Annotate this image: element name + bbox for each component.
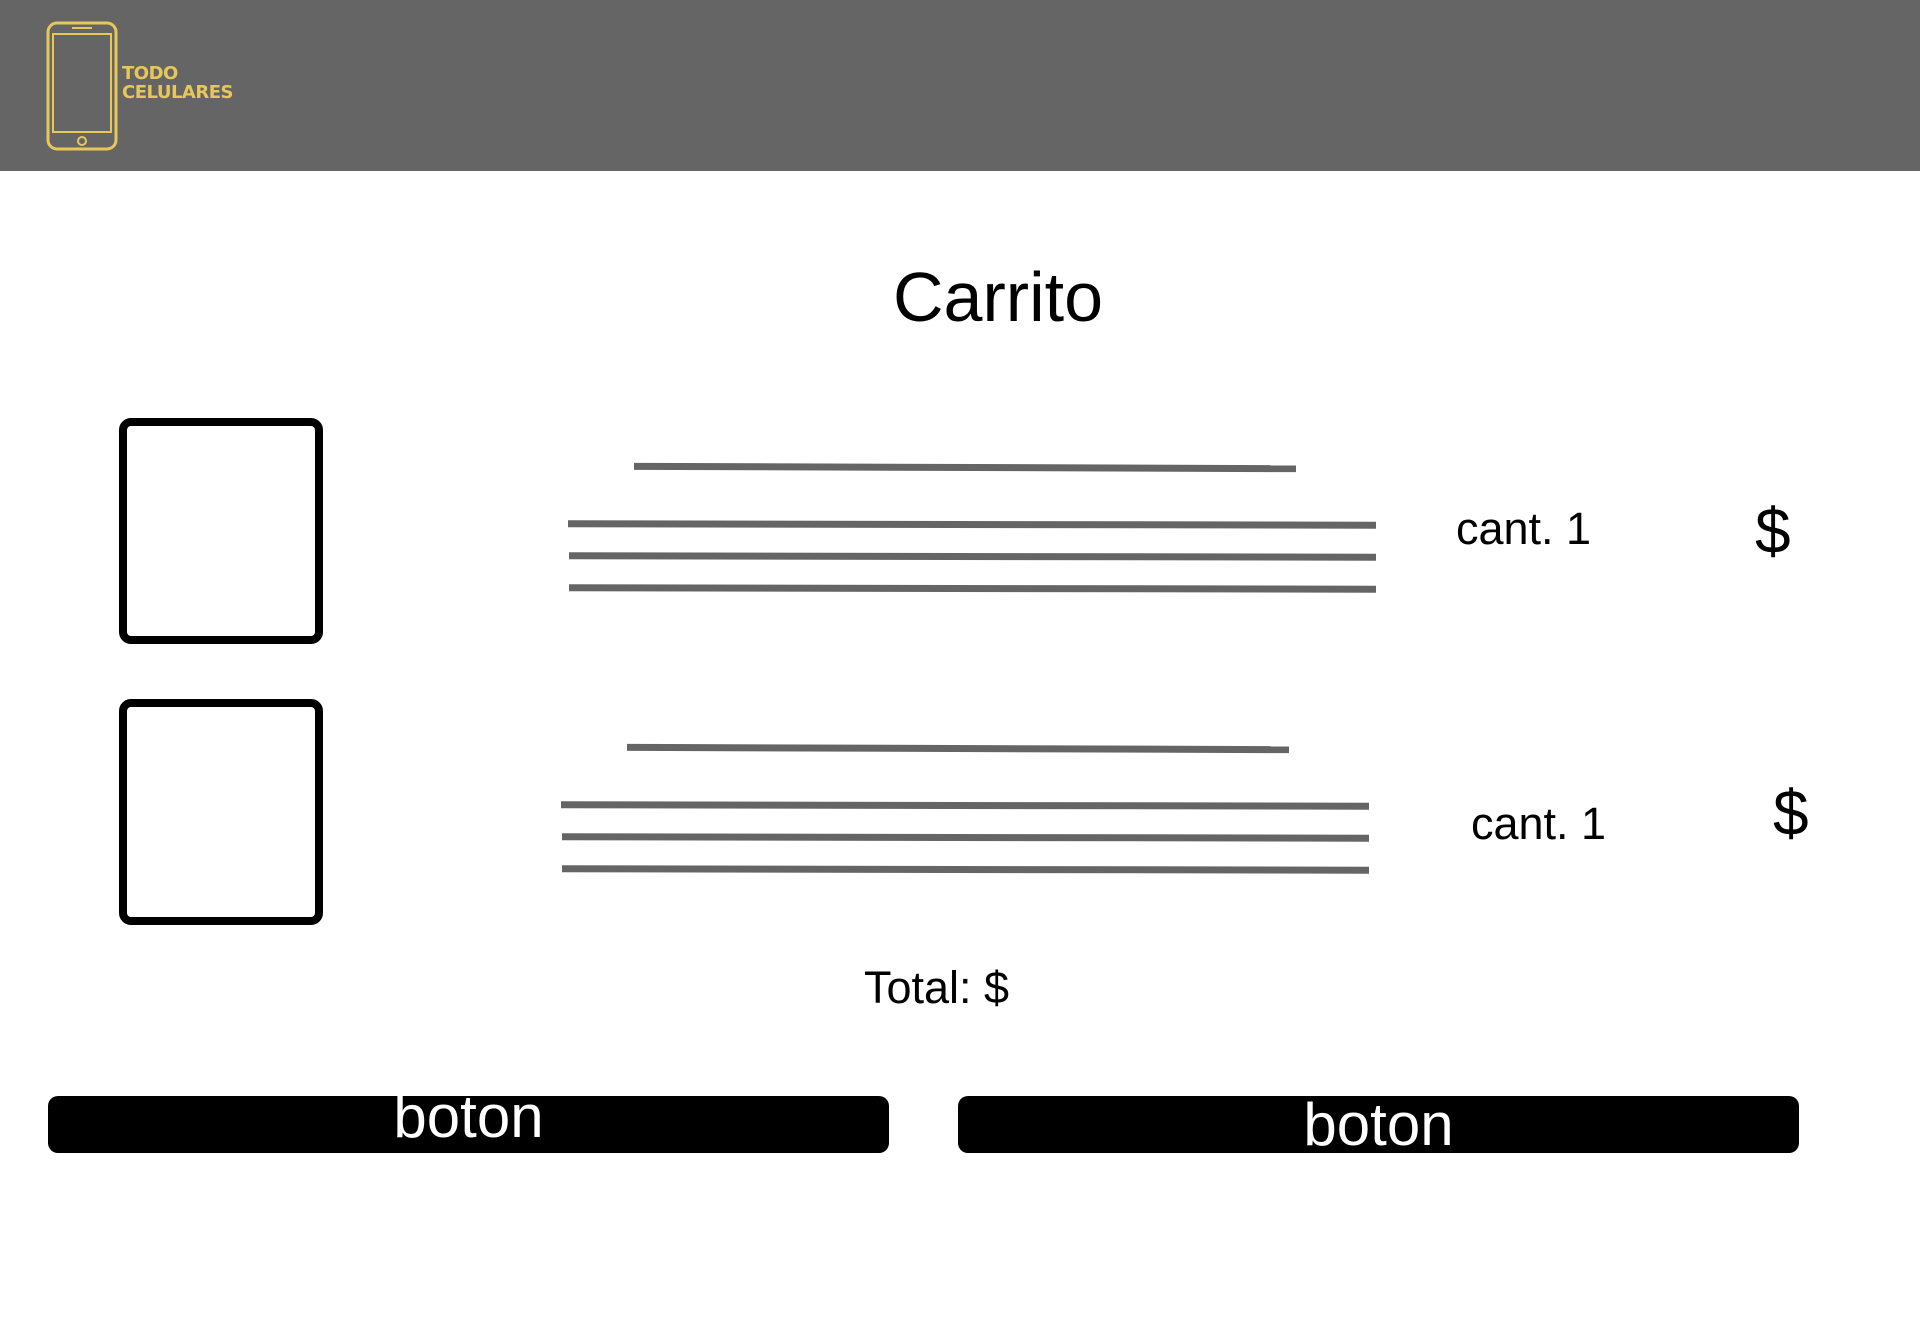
left-action-button[interactable]: boton [48, 1087, 889, 1153]
product-description-line [568, 584, 1377, 593]
smartphone-icon [46, 21, 118, 151]
brand-logo[interactable]: TODO CELULARES [44, 20, 254, 152]
left-action-button-label: boton [393, 1083, 544, 1150]
right-action-button[interactable]: boton [958, 1091, 1799, 1158]
product-description-line [567, 520, 1377, 529]
product-description-line [561, 833, 1370, 842]
page-title: Carrito [892, 258, 1104, 336]
product-title-line [633, 462, 1297, 473]
product-description-line [560, 801, 1370, 810]
cart-total: Total: $ [864, 962, 1010, 1013]
product-image-placeholder[interactable] [119, 418, 323, 644]
right-action-button-label: boton [1303, 1091, 1454, 1158]
item-quantity: cant. 1 [1456, 503, 1592, 554]
brand-name: TODO CELULARES [122, 64, 233, 102]
product-title-line [626, 743, 1290, 754]
item-price: $ [1773, 777, 1809, 849]
item-quantity: cant. 1 [1471, 798, 1607, 849]
product-description-line [568, 552, 1377, 561]
product-image-placeholder[interactable] [119, 699, 323, 925]
header-bar: TODO CELULARES [0, 0, 1920, 171]
item-price: $ [1755, 495, 1791, 567]
brand-name-line2: CELULARES [122, 82, 233, 103]
product-description-line [561, 865, 1370, 874]
brand-name-line1: TODO [122, 63, 178, 84]
